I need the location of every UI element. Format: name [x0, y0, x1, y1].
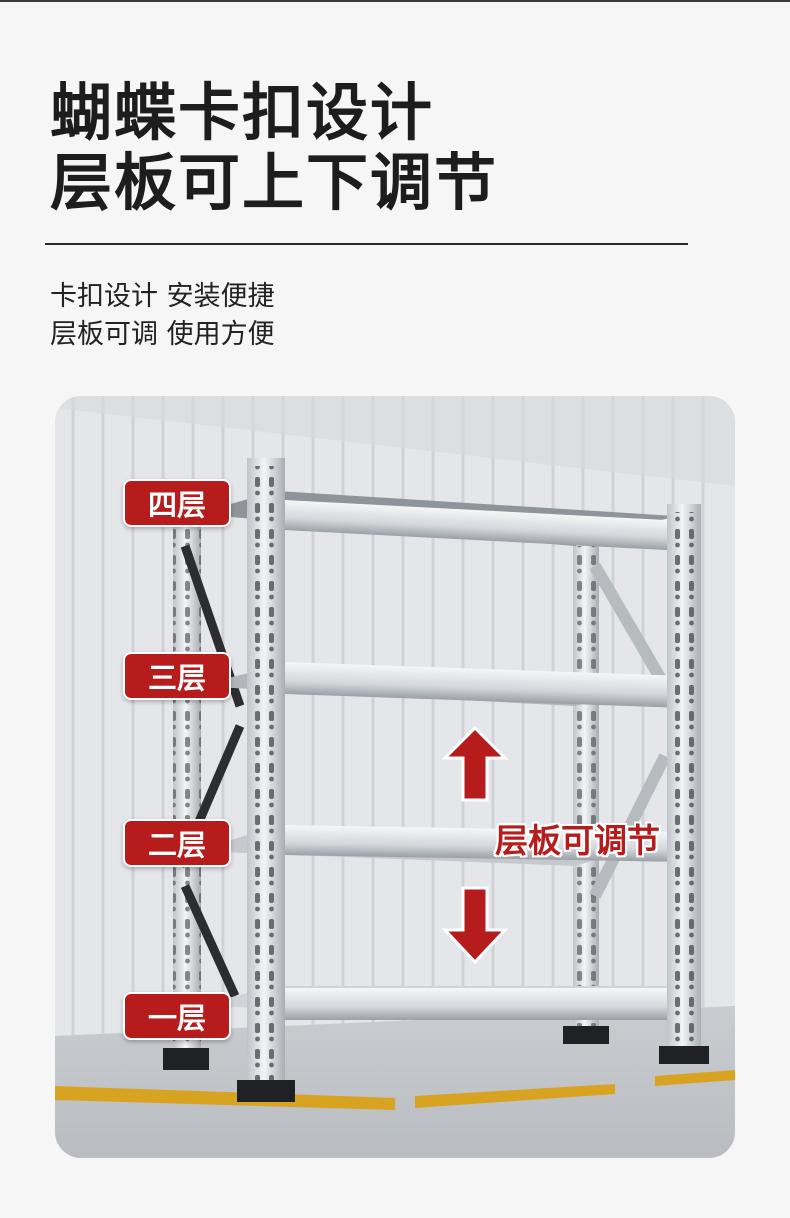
tier-label-2: 二层	[123, 819, 231, 867]
front-uprights	[237, 458, 709, 1102]
shelf-illustration	[55, 396, 735, 1158]
subtitle-line-1: 卡扣设计 安装便捷	[50, 281, 275, 312]
headline-line-1: 蝴蝶卡扣设计	[50, 76, 435, 149]
headline: 蝴蝶卡扣设计 层板可上下调节	[50, 78, 498, 218]
subtitle-line-2: 层板可调 使用方便	[50, 319, 275, 350]
tier-label-3: 三层	[123, 652, 231, 700]
product-photo: 四层 三层 二层 一层 层板可调节	[55, 396, 735, 1158]
headline-line-2: 层板可上下调节	[50, 146, 499, 219]
divider	[45, 243, 688, 245]
subtitle: 卡扣设计 安装便捷 层板可调 使用方便	[50, 278, 275, 354]
adjustable-shelf-label: 层板可调节	[495, 821, 660, 860]
arrow-down-icon	[441, 886, 509, 965]
tier-label-4: 四层	[123, 479, 231, 527]
front-beams	[275, 499, 685, 1020]
arrow-up-icon	[441, 725, 509, 802]
top-rule	[0, 0, 790, 2]
tier-label-1: 一层	[123, 992, 231, 1040]
